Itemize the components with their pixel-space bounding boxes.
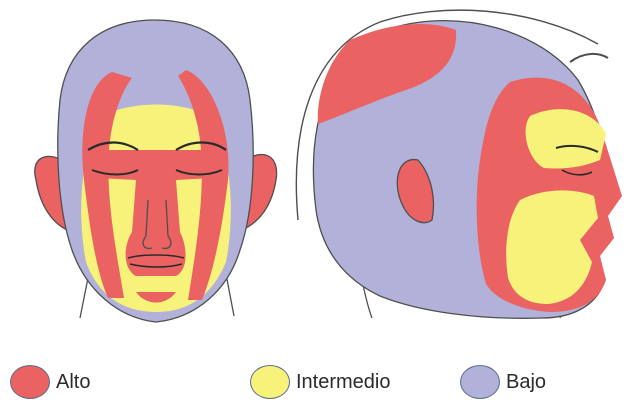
legend-swatch-intermedio — [250, 365, 290, 399]
face-risk-diagram — [0, 0, 641, 345]
legend-item-alto: Alto — [10, 362, 90, 402]
legend-item-intermedio: Intermedio — [250, 362, 391, 402]
legend: Alto Intermedio Bajo — [0, 362, 641, 402]
legend-item-bajo: Bajo — [460, 362, 546, 402]
legend-swatch-alto — [10, 365, 50, 399]
front-face-view — [35, 20, 277, 322]
legend-label-bajo: Bajo — [506, 371, 546, 394]
side-hair-tuft — [570, 54, 608, 62]
side-face-view — [296, 10, 622, 318]
legend-label-intermedio: Intermedio — [296, 371, 391, 394]
legend-swatch-bajo — [460, 365, 500, 399]
legend-label-alto: Alto — [56, 371, 90, 394]
